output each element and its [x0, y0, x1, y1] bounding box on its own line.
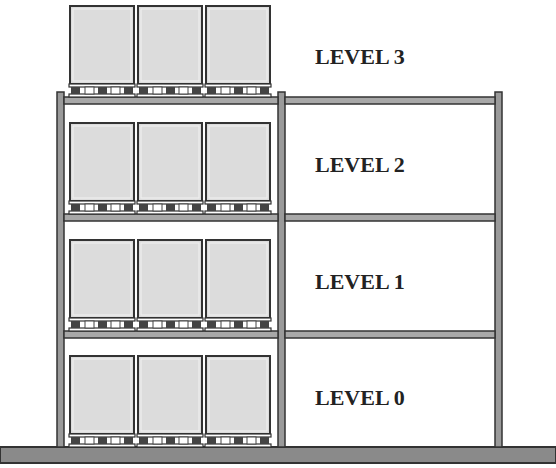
- upright: [57, 92, 64, 447]
- floor: [0, 447, 556, 463]
- level-label: LEVEL 0: [315, 386, 405, 410]
- beams: [64, 97, 495, 338]
- level-label: LEVEL 1: [315, 270, 405, 294]
- level-label: LEVEL 2: [315, 153, 405, 177]
- upright: [278, 92, 285, 447]
- pallet-loads: [69, 6, 271, 447]
- upright: [495, 92, 502, 447]
- level-label: LEVEL 3: [315, 45, 405, 69]
